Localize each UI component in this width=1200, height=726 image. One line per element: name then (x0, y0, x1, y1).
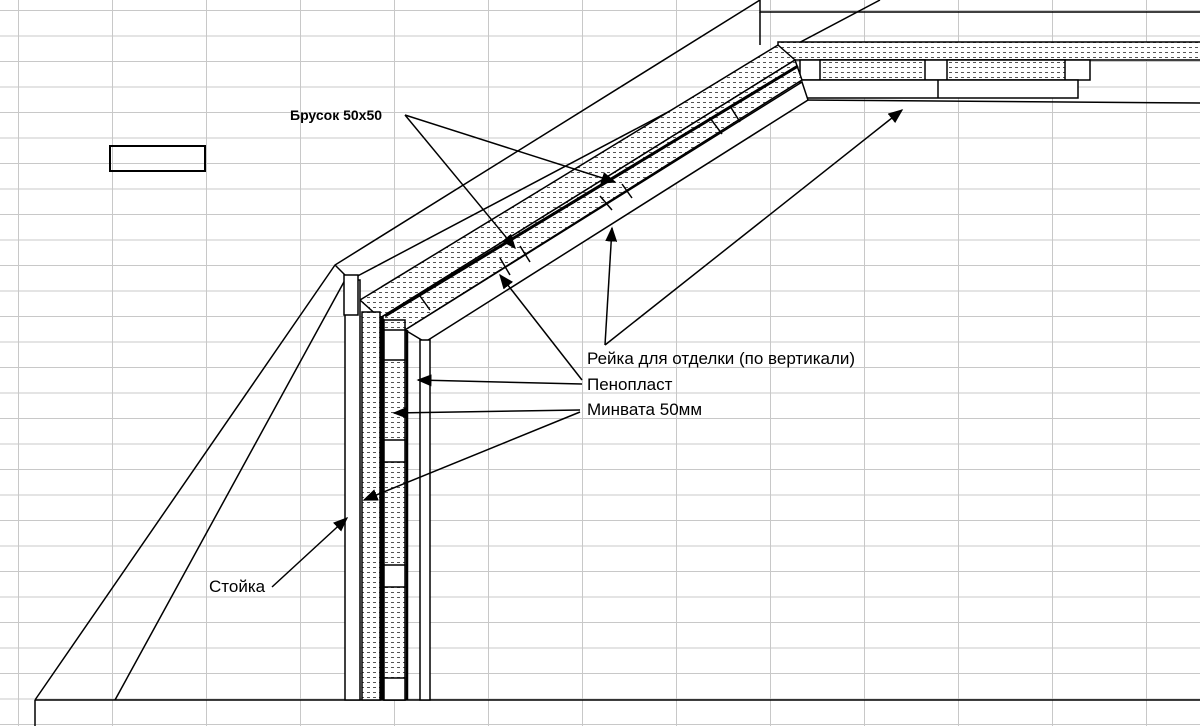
ceiling-beam (759, 0, 1200, 13)
cell-selection-box (109, 145, 206, 172)
label-finish-rail: Рейка для отделки (по вертикали) (587, 349, 856, 368)
slope-insulation (358, 44, 797, 319)
rafter-inner (114, 279, 346, 701)
ceiling-finish-rail (799, 79, 1079, 99)
wall-battens (383, 319, 406, 701)
label-post: Стойка (209, 577, 266, 596)
label-foam: Пенопласт (587, 375, 673, 394)
wall-insulation (361, 311, 381, 701)
slope-finish-rail (403, 80, 809, 343)
label-batten: Брусок 50х50 (290, 107, 383, 123)
post (344, 279, 361, 701)
label-mineral-wool: Минвата 50мм (587, 400, 703, 419)
wall-finish-rail (419, 339, 431, 701)
ceiling-insulation (777, 41, 1200, 61)
